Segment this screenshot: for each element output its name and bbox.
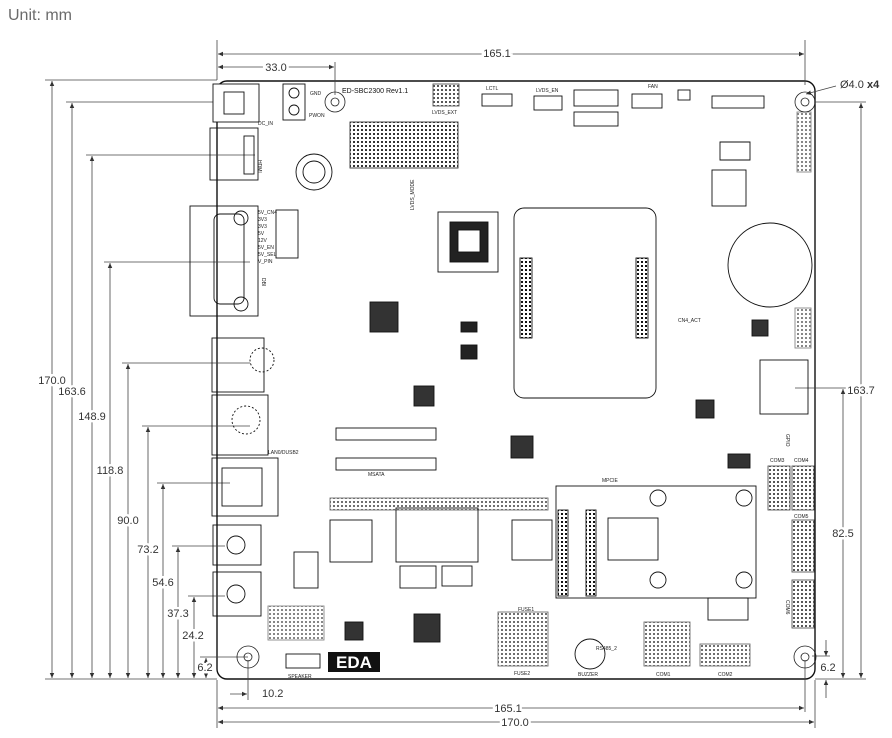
left-dimensions [45,79,255,680]
silk-lctl: LCTL [486,86,498,92]
left-dimension-labels: 170.0 163.6 148.9 118.8 90.0 73.2 54.6 3… [36,373,215,677]
silk-lvds-en: LVDS_EN [536,88,559,94]
top-dimensions [216,40,806,95]
silk-power-sel-4: 12V [258,238,268,244]
dim-h-73-2: 73.2 [137,544,158,556]
silk-dbi: DBI [260,278,266,286]
silk-mpcie: MPCIE [602,478,619,484]
silk-fuse2: FUSE2 [514,671,530,677]
dim-offset-33: 33.0 [265,62,286,74]
silk-power-sel-1: 3V3 [258,217,267,223]
dim-right-6-2: 6.2 [820,662,835,674]
unit-label: Unit: mm [8,7,72,24]
hole-leader [805,85,837,95]
dim-h-163-6: 163.6 [58,386,86,398]
silk-msata: MSATA [368,472,385,478]
silk-power-sel-5: 5V_EN [258,245,274,251]
mount-hole-bottom-left [236,645,260,669]
silk-com4: COM4 [794,458,809,464]
silk-lvds-mode: LVDS_MODE [410,179,416,210]
silk-com1: COM1 [656,672,671,678]
silk-dc-in: DC_IN [258,121,273,127]
dim-h-37-3: 37.3 [167,608,188,620]
bottom-dimensions [216,660,816,728]
dim-h-6-2-left: 6.2 [197,662,212,674]
silk-speaker: SPEAKER [288,674,312,680]
dim-bottom-165-1: 165.1 [494,703,522,715]
dim-h-90: 90.0 [117,515,138,527]
silk-fan: FAN [648,84,658,90]
dim-h-54-6: 54.6 [152,577,173,589]
dim-h-148-9: 148.9 [78,411,106,423]
silk-com2: COM2 [718,672,733,678]
silk-gnd: GND [310,91,322,97]
silk-com6: COM6 [784,600,790,615]
dim-h-24-2: 24.2 [182,630,203,642]
silk-power-sel-0: 5V_CN4 [258,210,277,216]
dim-top-width: 165.1 [483,48,511,60]
silk-lan-dual: LAN0/DUSB2 [268,450,299,456]
hole-quantity: x4 [867,79,880,91]
silk-cn4: CN4_ACT [678,318,701,324]
right-dimensions [795,101,866,698]
mount-hole-bottom-right [793,645,817,669]
silk-fuse1: FUSE1 [518,607,534,613]
eda-logo-text: EDA [336,653,372,672]
dim-offset-10-2: 10.2 [262,688,283,700]
silk-power-sel-2: 3V3 [258,224,267,230]
silk-com3: COM3 [770,458,785,464]
power-select-labels: 5V_CN4 3V3 3V3 5V 12V 5V_EN 5V_SEL V_PIN [258,210,277,265]
dim-h-170: 170.0 [38,375,66,387]
silk-rs485: RS485_2 [596,646,617,652]
dim-h-118-8: 118.8 [97,465,124,477]
dim-right-82-5: 82.5 [832,528,853,540]
pcb-components [189,83,815,670]
silk-buzzer: BUZZER [578,672,598,678]
silk-power-sel-3: 5V [258,231,265,237]
mount-hole-top-left [324,91,346,113]
eda-logo: EDA [328,652,380,672]
silk-gpio: GPIO [784,434,790,447]
silk-pwon: PWON [309,113,325,119]
silk-hdmi: HDMI [256,160,262,173]
silk-power-sel-6: 5V_SEL [258,252,277,258]
hole-diameter: Ø4.0 [840,79,864,91]
silk-lvds-ext: LVDS_EXT [432,110,457,116]
dim-bottom-170: 170.0 [501,717,529,729]
silk-com5: COM5 [794,514,809,520]
board-model: ED-SBC2300 Rev1.1 [342,88,408,95]
silk-power-sel-7: V_PIN [258,259,273,265]
dim-right-163-7: 163.7 [847,385,875,397]
